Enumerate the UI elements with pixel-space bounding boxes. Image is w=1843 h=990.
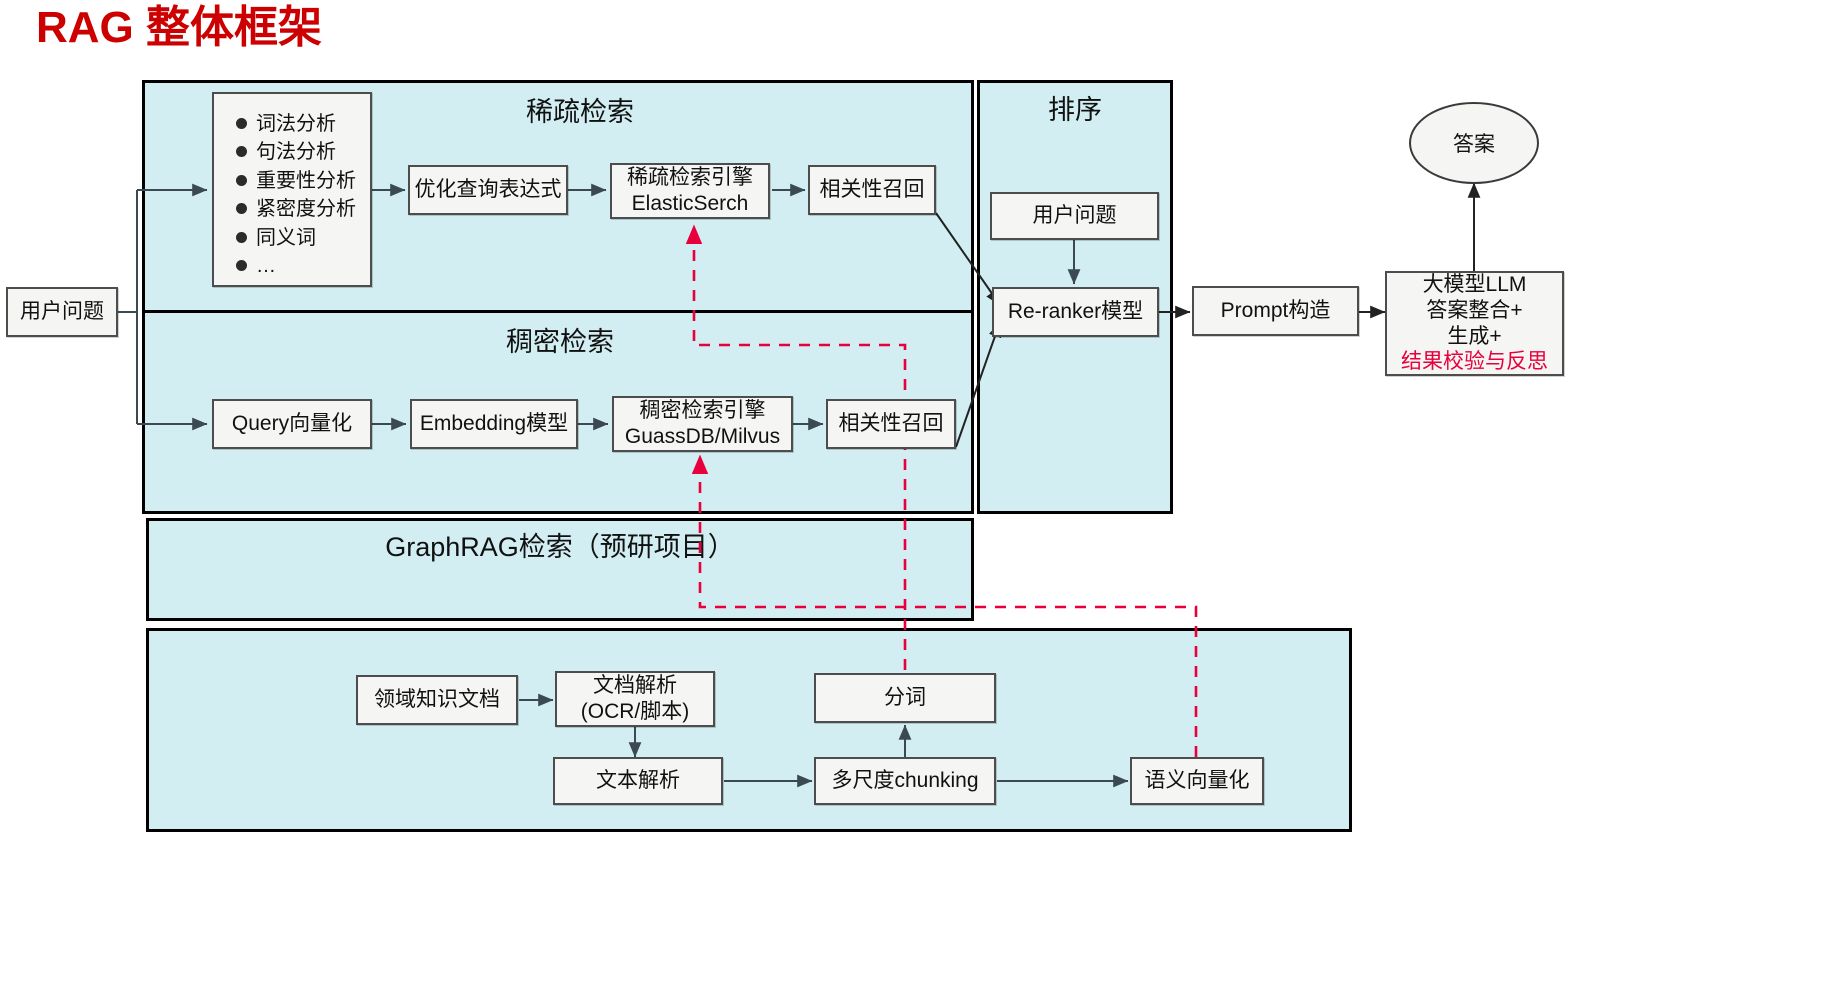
box-line-2: (OCR/脚本) [580, 700, 690, 723]
node-answer[interactable]: 答案 [1409, 102, 1539, 184]
box-line-1: 稠密检索引擎 [639, 399, 766, 423]
llm-line-2: 答案整合+ [1426, 298, 1523, 322]
box-semantic-vectorization[interactable]: 语义向量化 [1130, 757, 1264, 805]
bullet-dot-icon [236, 231, 247, 243]
box-embedding-model[interactable]: Embedding模型 [410, 399, 578, 449]
bullet-dot-icon [236, 146, 247, 158]
llm-line-4-verification: 结果校验与反思 [1401, 350, 1548, 374]
llm-line-3: 生成+ [1447, 324, 1502, 348]
box-line-1: 稀疏检索引擎 [627, 166, 753, 190]
box-llm-generation[interactable]: 大模型LLM 答案整合+ 生成+ 结果校验与反思 [1385, 271, 1564, 376]
box-dense-retrieval-engine[interactable]: 稠密检索引擎 GuassDB/Milvus [612, 396, 793, 452]
panel-title-dense: 稠密检索 [506, 327, 614, 357]
box-sparse-relevance-recall[interactable]: 相关性召回 [808, 165, 936, 215]
box-multi-scale-chunking[interactable]: 多尺度chunking [814, 757, 996, 805]
list-item: 词法分析 [236, 110, 370, 138]
box-line-1: 文档解析 [593, 674, 677, 698]
box-dense-relevance-recall[interactable]: 相关性召回 [826, 399, 956, 449]
list-item: 同义词 [236, 224, 370, 252]
box-user-question-rank[interactable]: 用户问题 [990, 192, 1159, 240]
bullet-dot-icon [236, 118, 247, 129]
query-analysis-list: 词法分析 句法分析 重要性分析 紧密度分析 同义词 … [212, 92, 372, 287]
box-line-2: GuassDB/Milvus [624, 425, 781, 448]
panel-title-ranking: 排序 [1048, 95, 1102, 125]
panel-title-sparse: 稀疏检索 [526, 97, 634, 127]
list-item: 紧密度分析 [236, 195, 370, 223]
panel-title-graphrag: GraphRAG检索（预研项目） [385, 532, 735, 562]
box-domain-knowledge-docs[interactable]: 领域知识文档 [356, 675, 518, 725]
list-item: … [236, 252, 370, 280]
box-reranker-model[interactable]: Re-ranker模型 [992, 287, 1159, 337]
box-tokenization[interactable]: 分词 [814, 673, 996, 723]
box-text-parsing[interactable]: 文本解析 [553, 757, 723, 805]
bullet-dot-icon [236, 203, 247, 215]
box-query-vectorization[interactable]: Query向量化 [212, 399, 372, 449]
page-title: RAG 整体框架 [36, 3, 322, 52]
llm-line-1: 大模型LLM [1422, 273, 1527, 297]
box-prompt-construction[interactable]: Prompt构造 [1192, 286, 1359, 336]
box-sparse-retrieval-engine[interactable]: 稀疏检索引擎 ElasticSerch [610, 163, 770, 219]
box-optimize-query-expression[interactable]: 优化查询表达式 [408, 165, 568, 215]
box-line-2: ElasticSerch [631, 192, 749, 215]
bullet-dot-icon [236, 259, 247, 271]
panel-graphrag [146, 518, 974, 621]
box-user-question-entry[interactable]: 用户问题 [6, 287, 118, 337]
bullet-dot-icon [236, 174, 247, 186]
list-item: 重要性分析 [236, 167, 370, 195]
query-analysis-items: 词法分析 句法分析 重要性分析 紧密度分析 同义词 … [236, 110, 370, 280]
list-item: 句法分析 [236, 138, 370, 166]
box-document-parsing[interactable]: 文档解析 (OCR/脚本) [555, 671, 715, 727]
